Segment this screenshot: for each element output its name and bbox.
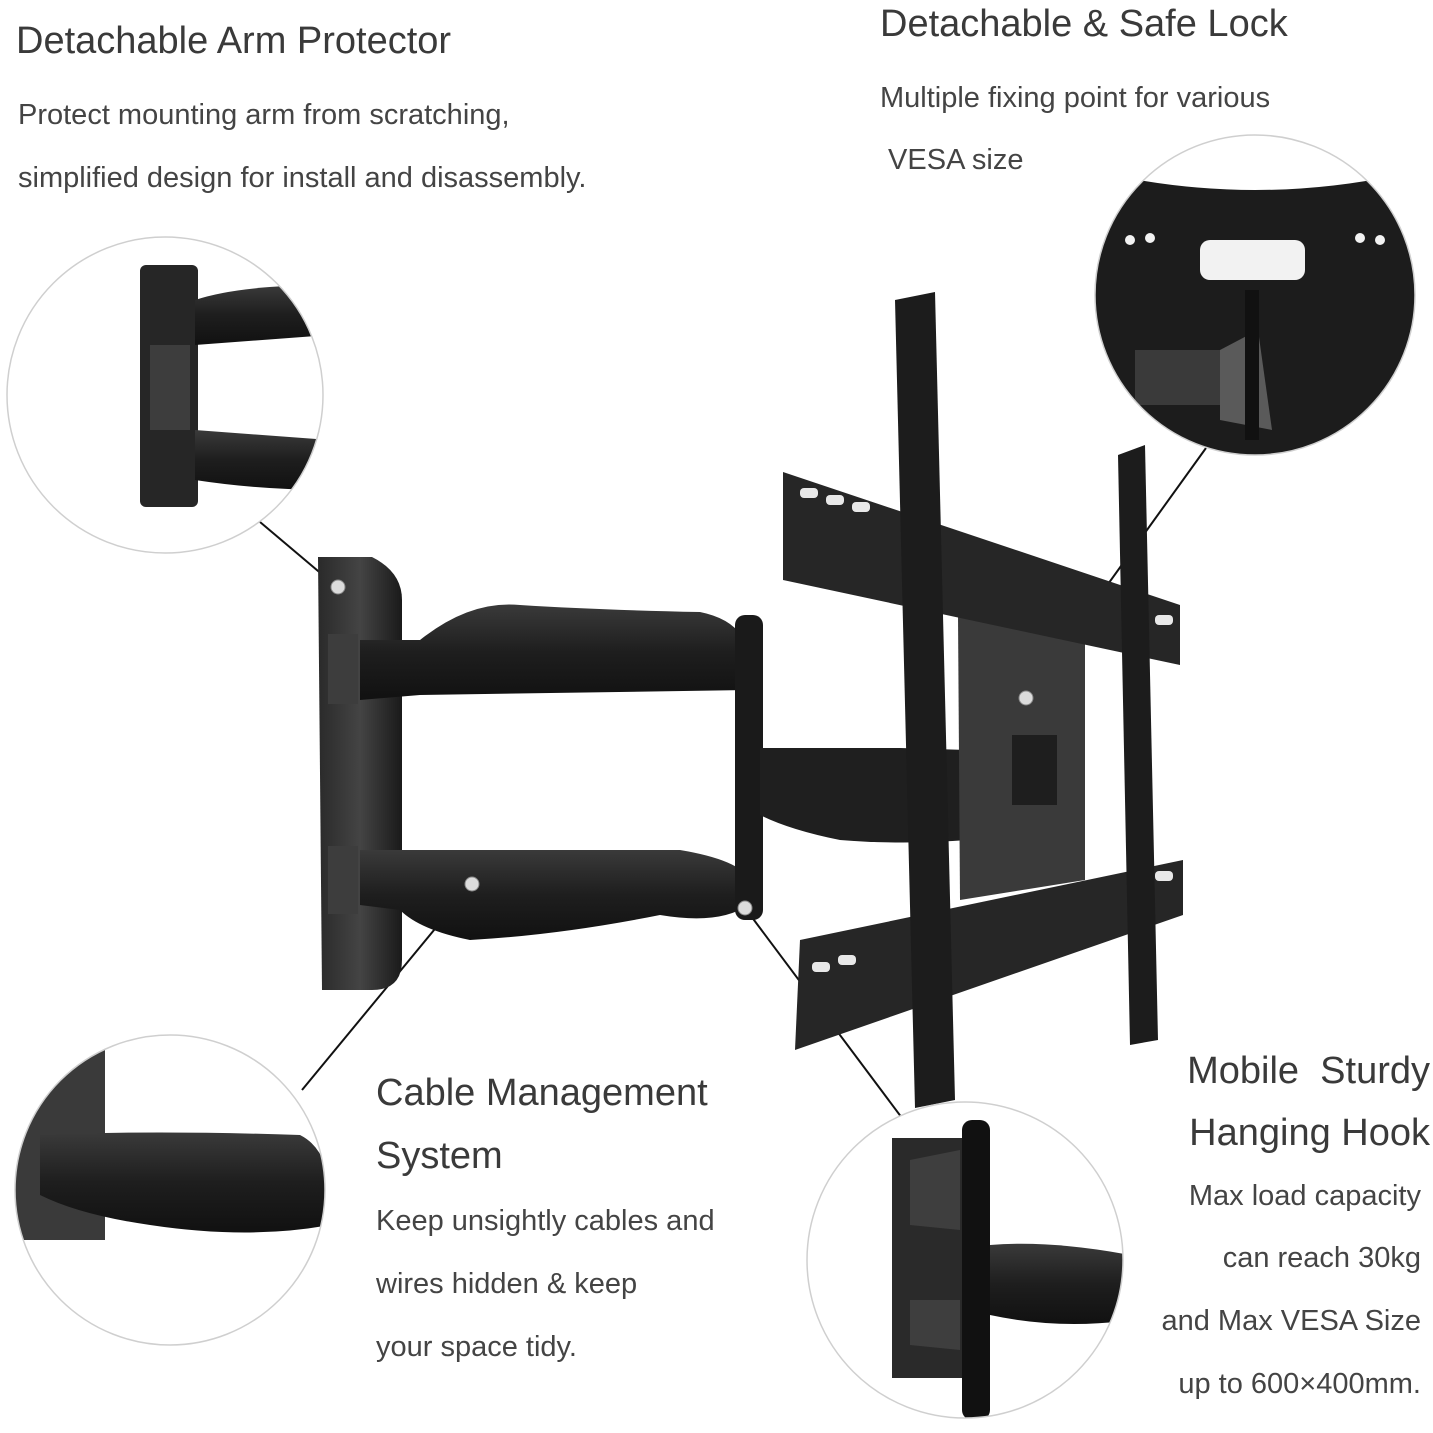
left-hanging-bar [895, 292, 955, 1108]
zoom-circle-hanging-hook [806, 1101, 1124, 1419]
wall-plate-hinge-top [328, 634, 358, 704]
cable-management-line-3: your space tidy. [376, 1331, 577, 1363]
upper-arm [360, 604, 748, 700]
cable-management-line-2: wires hidden & keep [376, 1268, 638, 1300]
safe-lock-title: Detachable & Safe Lock [880, 3, 1288, 45]
safe-lock-line-2: VESA size [880, 144, 1024, 176]
top-rail [783, 472, 1180, 665]
lower-arm [360, 850, 750, 940]
zoom-circle-safe-lock [1094, 134, 1416, 456]
hanging-hook-title-line-1: Mobile Sturdy [1187, 1050, 1430, 1092]
arm-protector-line-1: Protect mounting arm from scratching, [18, 99, 510, 131]
cable-management-title-line-2: System [376, 1135, 503, 1177]
safe-lock-line-1: Multiple fixing point for various [880, 82, 1271, 114]
cable-management-title-line-1: Cable Management [376, 1072, 708, 1114]
zoom-circle-cable-management [14, 1034, 326, 1346]
hanging-hook-line-1: Max load capacity [1188, 1180, 1421, 1212]
hanging-hook-line-4: up to 600×400mm. [1178, 1368, 1421, 1400]
elbow-joint [735, 615, 763, 920]
right-hanging-bar [1118, 445, 1158, 1045]
wall-mount [318, 292, 1183, 1108]
highlight-dots [330, 579, 1034, 916]
hanging-hook-line-2: can reach 30kg [1222, 1242, 1421, 1274]
wall-plate [318, 557, 402, 990]
hanging-hook-title-line-2: Hanging Hook [1189, 1112, 1430, 1154]
wall-plate-hinge-bottom [328, 846, 358, 914]
center-plate-window [1012, 735, 1057, 805]
bottom-rail [795, 860, 1183, 1050]
hanging-hook-line-3: and Max VESA Size [1161, 1305, 1421, 1337]
arm-protector-line-2: simplified design for install and disass… [18, 162, 587, 194]
cable-management-line-1: Keep unsightly cables and [376, 1205, 715, 1237]
arm-protector-title: Detachable Arm Protector [16, 20, 452, 62]
zoom-circle-arm-protector [6, 236, 324, 554]
